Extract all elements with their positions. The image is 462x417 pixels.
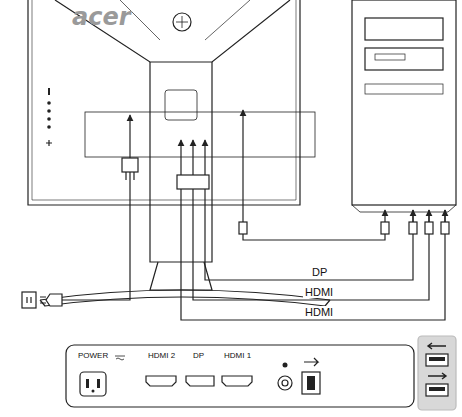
drive-bay [365,48,443,70]
connector-plug [177,175,209,189]
usb-icon [304,358,318,366]
hdmi-cable [181,200,445,320]
wall-socket [22,292,36,308]
wall-plug-prongs [40,297,46,303]
dp-cable [205,200,413,280]
usb-port-tongue [429,357,445,361]
monitor-rear-panel [55,0,290,62]
port-label: POWER [78,352,108,361]
audio-icon [283,363,288,368]
power-plug [122,158,138,172]
power-socket [80,372,106,396]
port-label: HDMI 1 [224,352,251,361]
monitor-outline [28,0,300,205]
button [47,109,51,113]
stand-mount-cross [176,16,188,28]
power-cable [62,172,134,300]
dp-cable [412,210,413,222]
port-panel-outline [66,345,414,407]
monitor-panel-line [120,0,250,40]
connector-plug [239,222,247,234]
stand-base [40,290,330,306]
port-recess [85,112,315,157]
power-socket-pin [92,390,95,393]
button [47,101,51,105]
stand [40,62,330,306]
button [46,140,52,146]
pc-foot [352,205,456,212]
port-label: DP [193,352,204,361]
signal-cables [177,110,449,320]
usb-icon [428,373,446,379]
stand-mount [173,13,191,31]
dp-cable [204,140,205,200]
wall-plug [46,294,62,306]
hdmi-cable [192,140,193,200]
usb-icon-ground [300,354,322,370]
connector-plug [381,222,389,234]
button [47,125,51,129]
hdmi-cable [193,200,429,300]
usb-port [426,384,448,396]
brand-logo: acer [72,4,131,30]
usb-port [426,354,448,366]
hdmi-cable [444,210,445,222]
power-cord [22,115,138,308]
wall-socket-holes [27,297,31,303]
port-panel [66,345,414,407]
button [47,117,51,121]
power-cable [129,115,130,160]
ac-symbol [115,356,125,360]
hdmi-port [146,376,176,386]
cable-label: HDMI [303,306,335,318]
audio-jack [278,376,292,390]
button [48,88,50,95]
audio-cable [242,110,243,228]
usb-icon [428,343,446,349]
port-label: HDMI 2 [148,352,175,361]
power-socket-pin [97,379,100,388]
connector-plug [441,222,449,234]
pc-tower [352,0,456,212]
audio-cable [243,222,385,240]
usb-port [302,372,320,394]
usb-port-tongue [429,387,445,391]
cable-label: DP [310,266,329,278]
hdmi-cable [428,210,429,222]
pc-case [352,0,456,205]
audio-jack [282,380,288,386]
drive-bay [365,18,443,40]
usb-inset [418,336,456,410]
control-buttons [46,88,52,146]
cable-label: HDMI [303,286,335,298]
cable-clip [165,90,197,120]
hdmi-port [222,376,252,386]
drive-slot [375,54,405,60]
usb-port-tongue [307,376,315,390]
drive-bay [365,84,443,94]
connector-plug [425,222,433,234]
hdmi-cable [180,140,181,200]
dp-port [186,376,214,386]
monitor-inner-outline [32,0,296,200]
connector-plug [409,222,417,234]
audio-cable [384,210,385,222]
monitor-back [28,0,315,205]
usb-inset-panel [418,336,456,410]
power-socket-pin [86,379,89,388]
